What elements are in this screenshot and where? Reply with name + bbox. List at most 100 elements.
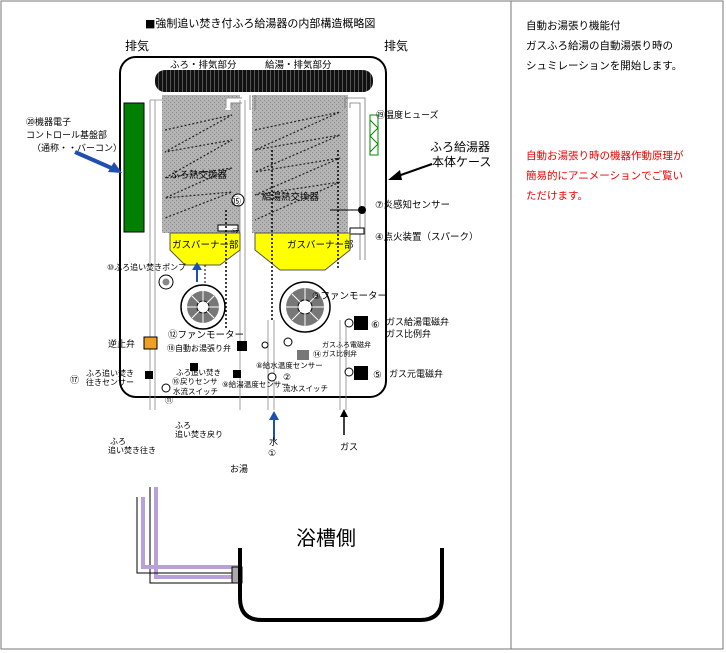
return-sensor2-2: 戻りセンサ — [180, 376, 218, 386]
red-line-1: 自動お湯張り時の機器作動原理が — [526, 150, 684, 162]
bath-pipe-upper — [225, 97, 240, 110]
gas-valve-label-1: ガス給湯電磁弁 — [386, 316, 449, 328]
return-sensor2-box — [190, 363, 198, 371]
bath-gas-box — [297, 350, 309, 360]
n13-marker — [217, 224, 239, 232]
burner-right — [254, 232, 351, 271]
diagram-title: ■強制追い焚き付ふろ給湯器の内部構造概略図 — [145, 16, 375, 30]
n2-label: ② — [283, 373, 291, 383]
flow-switch-x — [267, 372, 277, 382]
water-temp-label: ⑧給水温度センサー — [256, 360, 323, 370]
temp-fuse — [369, 114, 379, 156]
hot-hx-label: 給湯熱交換器 — [262, 191, 320, 203]
fan-left-label: ⑫ファンモーター — [168, 330, 244, 341]
gas-pipes — [339, 320, 347, 410]
return-sensor2-1: ふろ追い焚き — [176, 367, 221, 377]
bath-go-2: 追い焚き往き — [108, 445, 156, 455]
case-label-2: 本体ケース — [432, 155, 491, 169]
n6-label: ⑥ — [371, 320, 380, 331]
gas-valve-box — [354, 316, 368, 330]
exhaust-right: 排気 — [384, 38, 408, 53]
n11-label: ⑪ — [165, 396, 173, 405]
bath-gas-label-2: ガス比例弁 — [322, 349, 357, 358]
tub-pipe-outer2 — [154, 487, 240, 579]
case-arrow — [397, 163, 433, 177]
gas-main-label: ガス元電磁弁 — [389, 368, 443, 380]
tub-label: 浴槽側 — [296, 526, 356, 550]
water-switch-label: 水流スイッチ — [173, 386, 218, 396]
left-pipes — [149, 99, 162, 410]
water-sensor-dot — [261, 341, 269, 349]
gas-valve-label-2: ガス比例弁 — [386, 328, 431, 340]
side-panel: 自動お湯張り機能付 ガスふろ給湯の自動湯張り時の シュミレーションを開始します。… — [512, 0, 722, 648]
bath-back-2: 追い焚き戻り — [175, 429, 223, 439]
grille-label-bg-left — [165, 58, 253, 70]
gas-valve-x — [344, 318, 354, 328]
bath-pipe-outline — [225, 97, 242, 108]
return-sensor-1: ふろ追い焚き — [86, 368, 134, 378]
hot-temp-box — [233, 370, 241, 378]
n1-label: ① — [268, 449, 276, 459]
hot-water-label: お湯 — [230, 464, 248, 475]
bathtub — [238, 548, 444, 622]
n5-label: ⑤ — [373, 370, 382, 381]
tub-pipe-inner2 — [141, 497, 240, 569]
hot-pipe-outline — [344, 97, 366, 260]
tub-pipe-inner — [136, 497, 240, 574]
check-valve — [143, 336, 158, 350]
red-line-2: 簡易的にアニメーションでご覧い — [526, 170, 684, 182]
return-sensor-box — [145, 371, 153, 379]
description: 自動お湯張り機能付 ガスふろ給湯の自動湯張り時の シュミレーションを開始します。 — [526, 16, 682, 76]
case-arrow-head — [388, 170, 402, 180]
ignition-icon — [349, 227, 365, 235]
flame-sensor-label: ⑦炎感知センサー — [375, 199, 450, 211]
water-label: 水 — [269, 436, 278, 448]
pump-icon-inner — [162, 278, 170, 286]
auto-fill-valve-box — [237, 341, 247, 351]
red-line-3: ただけます。 — [526, 190, 588, 202]
burner-left-label: ガスバーナー部 — [172, 239, 239, 251]
gas-label: ガス — [340, 442, 358, 453]
bath-heat-exchanger — [162, 95, 240, 233]
controller-label-2: コントロール基盤部 — [26, 129, 107, 141]
water-switch-x — [161, 383, 171, 393]
gas-arrow-head — [340, 409, 348, 417]
controller-label-3: （通称・・バーコン） — [32, 142, 122, 154]
bath-coil — [164, 114, 233, 219]
ignition-label: ④点火装置（スパーク） — [375, 231, 479, 243]
hot-coil — [254, 111, 341, 221]
fan-right-icon — [279, 281, 331, 333]
section-hot-exhaust: 給湯・排気部分 — [265, 59, 332, 71]
water-arrow-head — [269, 411, 279, 420]
auto-fill-label: ⑱自動お湯張り弁 — [167, 343, 231, 353]
flow-switch-label: 流水スイッチ — [283, 383, 328, 393]
bath-go-1: ふろ — [110, 437, 126, 446]
exhaust-grille — [155, 70, 373, 92]
pump-label: ⑩ふろ追い焚きポンプ — [107, 262, 186, 272]
gas-main-x — [344, 367, 354, 377]
bath-back-1: ふろ — [175, 421, 191, 430]
return-sensor-2: 往きセンサー — [86, 377, 134, 387]
exhaust-left: 排気 — [125, 38, 149, 53]
n15-label: ⑮ — [231, 196, 241, 208]
n17-label: ⑰ — [70, 375, 79, 386]
water-pipes — [267, 320, 275, 410]
desc-line-3: シュミレーションを開始します。 — [526, 60, 683, 72]
temp-fuse-zigzag — [369, 119, 379, 153]
n16-label: ⑯ — [172, 377, 180, 386]
check-valve-label: 逆止弁 — [108, 338, 135, 350]
controller-arrow-head — [108, 162, 122, 173]
air-arrow-left-head — [192, 262, 202, 270]
temp-fuse-label: ⑲温度ヒューズ — [376, 109, 439, 121]
controller-label-1: ⑳機器電子 — [26, 116, 71, 128]
hot-temp-label: ⑨給湯温度センサー — [222, 379, 289, 389]
gas-main-box — [354, 366, 368, 380]
bath-hx-label: ふろ熱交換器 — [170, 169, 228, 181]
n15-marker — [231, 193, 245, 207]
burner-right-label: ガスバーナー部 — [287, 239, 354, 251]
fan-right-label: ③ファンモーター — [312, 291, 387, 302]
burner-left — [169, 232, 241, 266]
left-pipes2 — [239, 100, 246, 410]
